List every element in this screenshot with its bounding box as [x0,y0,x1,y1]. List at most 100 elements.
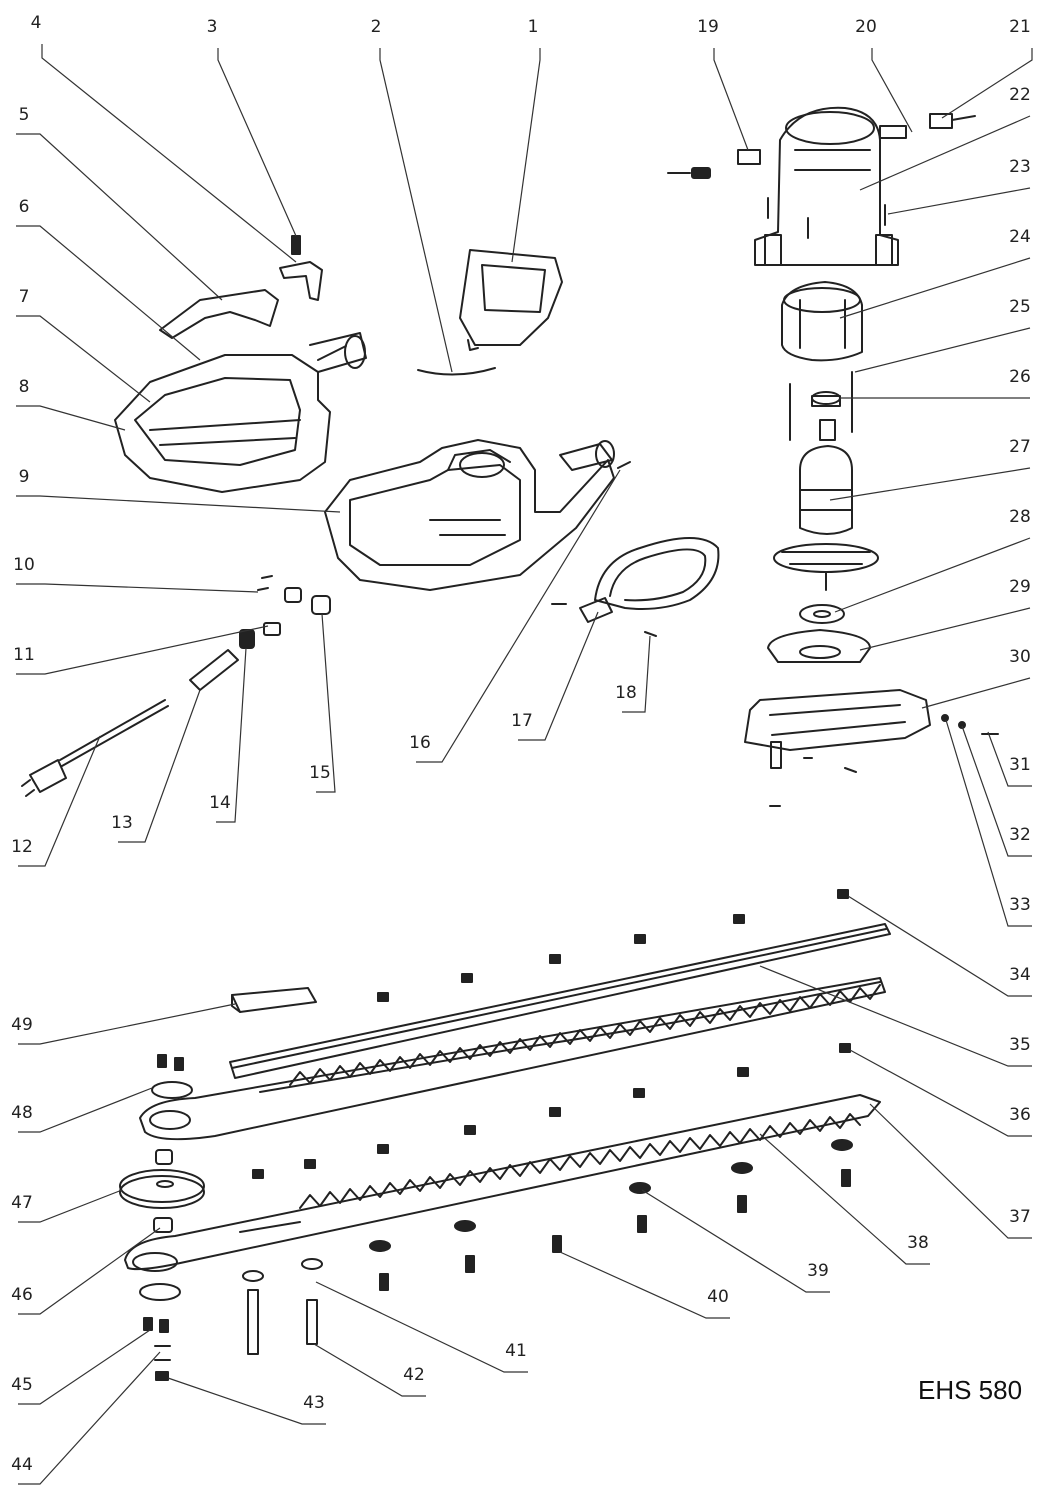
callout-number-10: 10 [13,555,35,575]
leader-line-27 [829,467,1031,501]
parts-drawing [21,106,999,1381]
callout-number-9: 9 [19,467,30,487]
part-switch-lever [159,289,279,339]
leader-line-10 [16,583,259,593]
leader-line-31 [987,731,1032,787]
callout-number-13: 13 [111,813,133,833]
leader-line-1 [511,48,541,263]
callout-number-37: 37 [1009,1207,1031,1227]
part-plug-cable [21,699,169,797]
leader-line-32 [961,725,1032,857]
callout-number-33: 33 [1009,895,1031,915]
callout-number-39: 39 [807,1261,829,1281]
leader-line-14 [216,647,247,823]
callout-number-12: 12 [11,837,33,857]
callout-number-1: 1 [528,17,539,37]
callout-leaders [16,44,1033,1485]
callout-number-30: 30 [1009,647,1031,667]
callout-number-14: 14 [209,793,231,813]
leader-line-47 [18,1189,123,1223]
callout-number-8: 8 [19,377,30,397]
callout-number-44: 44 [11,1455,33,1475]
model-label: EHS 580 [918,1375,1023,1405]
leader-line-23 [887,187,1031,215]
leader-line-16 [416,469,621,763]
part-lower-blade [124,1094,881,1272]
part-eccentric-discs [119,1081,205,1301]
callout-number-41: 41 [505,1341,527,1361]
leader-line-20 [871,48,913,133]
callout-number-47: 47 [11,1193,33,1213]
callout-number-35: 35 [1009,1035,1031,1055]
callout-number-23: 23 [1009,157,1031,177]
leader-line-33 [945,719,1032,927]
leader-line-41 [315,1281,528,1373]
part-stator [781,281,863,362]
leader-line-8 [16,405,126,431]
callout-number-28: 28 [1009,507,1031,527]
part-cover-cap [459,249,563,351]
leader-line-24 [839,257,1031,319]
callout-number-20: 20 [855,17,877,37]
callout-number-2: 2 [371,17,382,37]
leader-line-17 [518,611,599,741]
leader-line-48 [18,1087,153,1133]
callout-number-18: 18 [615,683,637,703]
leader-line-45 [18,1329,151,1405]
callout-number-48: 48 [11,1103,33,1123]
leader-line-39 [641,1189,830,1293]
callout-number-26: 26 [1009,367,1031,387]
leader-line-37 [869,1103,1032,1239]
callout-number-49: 49 [11,1015,33,1035]
callout-number-32: 32 [1009,825,1031,845]
leader-line-46 [18,1227,161,1315]
leader-line-25 [854,327,1031,373]
part-long-pins [242,1258,323,1355]
leader-line-6 [16,225,201,361]
callout-number-5: 5 [19,105,30,125]
callout-number-36: 36 [1009,1105,1031,1125]
leader-line-28 [834,537,1031,613]
leader-line-5 [16,133,223,301]
leader-line-35 [759,965,1032,1067]
part-brush-holders [667,113,976,179]
part-housing-right [324,439,615,591]
callout-number-7: 7 [19,287,30,307]
leader-line-49 [18,1003,236,1045]
callout-number-24: 24 [1009,227,1031,247]
part-cable-sleeve [189,649,239,691]
callout-number-31: 31 [1009,755,1031,775]
callout-number-4: 4 [31,13,42,33]
part-gear-plate [744,689,999,807]
leader-line-9 [16,495,341,513]
leader-line-13 [118,689,201,843]
callout-number-40: 40 [707,1287,729,1307]
leader-line-15 [316,613,336,793]
part-slide-pad [231,987,317,1013]
leader-line-11 [16,625,269,675]
leader-line-18 [622,635,651,713]
part-upper-blade [139,923,891,1141]
callout-number-25: 25 [1009,297,1031,317]
leader-line-44 [18,1351,161,1485]
leader-line-7 [16,315,151,403]
part-screws [143,1054,184,1381]
leader-line-2 [379,48,453,373]
leader-line-3 [217,48,297,237]
callout-number-29: 29 [1009,577,1031,597]
leader-line-42 [313,1343,426,1397]
part-baffle-ring [767,629,871,663]
callout-number-17: 17 [511,711,533,731]
callout-number-15: 15 [309,763,331,783]
leader-line-19 [713,48,749,151]
leader-line-43 [167,1377,326,1425]
leader-line-30 [921,677,1031,709]
part-front-guard [551,537,720,637]
leader-line-36 [849,1049,1032,1137]
part-washer [799,604,845,624]
leader-line-38 [759,1133,930,1265]
callout-number-6: 6 [19,197,30,217]
leader-line-21 [941,48,1033,119]
